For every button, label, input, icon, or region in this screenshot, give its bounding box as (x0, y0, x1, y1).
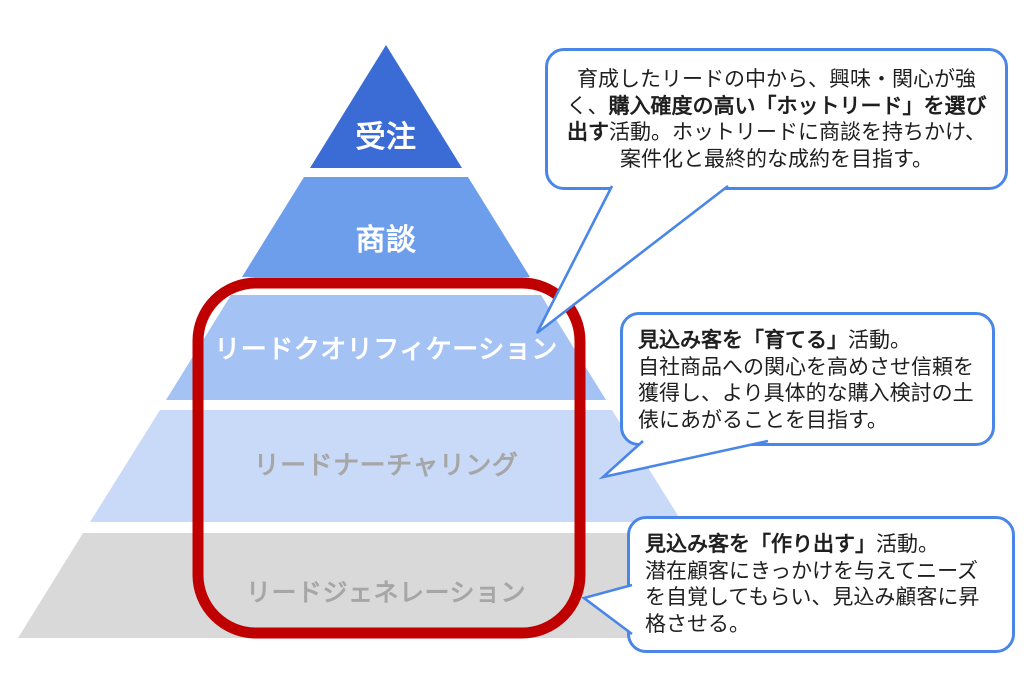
callout-qualification-text-post: 活動。ホットリードに商談を持ちかけ、案件化と最終的な成約を目指す。 (609, 120, 986, 171)
callout-generation: 見込み客を「作り出す」活動。 潜在顧客にきっかけを与えてニーズを自覚してもらい、… (627, 516, 1015, 653)
callout-nurturing-text-post: 活動。 (848, 328, 911, 352)
pyramid-label-generation: リードジェネレーション (245, 578, 526, 607)
callout-nurturing: 見込み客を「育てる」活動。 自社商品への関心を高めさせ信頼を獲得し、より具体的な… (620, 312, 995, 446)
pyramid-label-nurturing: リードナーチャリング (253, 451, 519, 481)
callout-generation-headline: 見込み客を「作り出す」活動。 (645, 531, 997, 558)
pyramid-label-negotiation: 商談 (355, 223, 417, 258)
callout-qualification-text-pre: 育成したリードの中から、興味・関心が強く、 (566, 67, 977, 118)
callout-nurturing-body: 自社商品への関心を高めさせ信頼を獲得し、より具体的な購入検討の土俵にあがることを… (638, 354, 974, 432)
callout-generation-text-post: 活動。 (876, 532, 939, 556)
callout-nurturing-headline: 見込み客を「育てる」活動。 (638, 327, 977, 354)
callout-generation-body: 潜在顧客にきっかけを与えてニーズを自覚してもらい、見込み顧客に昇格させる。 (645, 558, 980, 636)
pyramid-level-order (310, 45, 462, 168)
pyramid-level-qualification (166, 295, 606, 400)
callout-qualification-text-bold: 購入確度の高い「ホットリード」を選び出す (567, 93, 987, 145)
pyramid-level-nurturing (90, 410, 682, 522)
callout-generation-text-bold: 見込み客を「作り出す」 (645, 532, 876, 556)
pyramid-level-negotiation (242, 177, 530, 277)
pyramid-label-order: 受注 (355, 120, 417, 155)
callout-qualification: 育成したリードの中から、興味・関心が強く、購入確度の高い「ホットリード」を選び出… (545, 48, 1008, 190)
callout-nurturing-text-bold: 見込み客を「育てる」 (638, 328, 848, 352)
pyramid-label-qualification: リードクオリフィケーション (214, 335, 558, 365)
highlight-ring (192, 277, 586, 639)
